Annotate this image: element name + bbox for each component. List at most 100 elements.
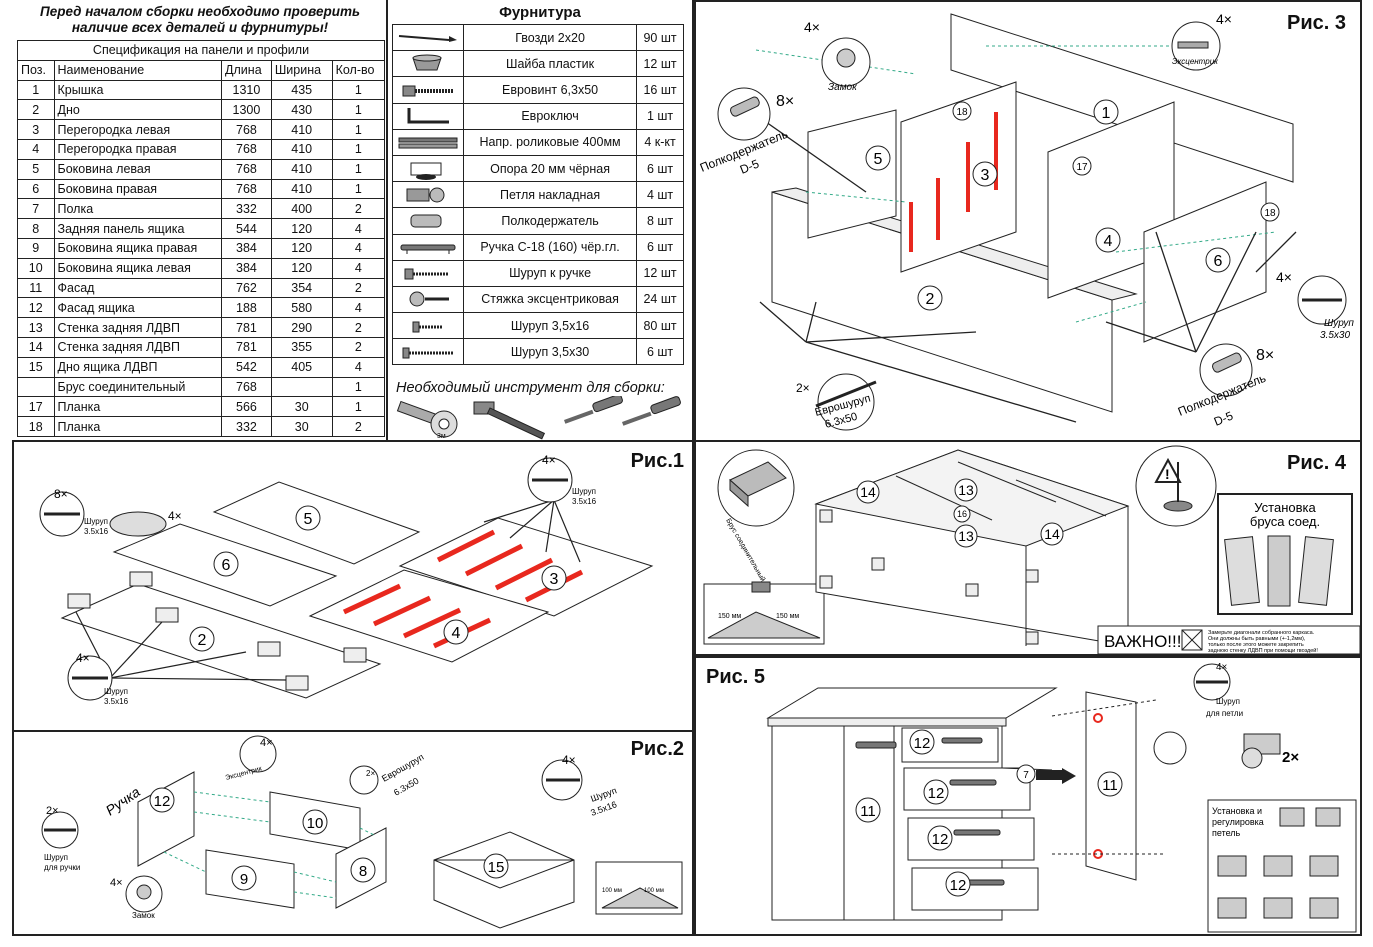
cell-pos: 11 xyxy=(17,277,55,299)
tape-label: 3м xyxy=(437,433,446,440)
fig2-part-9: 9 xyxy=(240,871,248,888)
eccentric-icon xyxy=(392,285,464,314)
screwdriver-phillips-icon xyxy=(622,396,681,426)
fig3-drawing: 1 2 3 4 5 6 17 18 18 4× Замок 4× Эксцент… xyxy=(698,11,1355,431)
cell-qty: 2 xyxy=(331,198,386,220)
cell-name: Дно xyxy=(53,99,223,121)
spec-header-row: Поз. Наименование Длина Ширина Кол-во xyxy=(17,59,386,81)
hex-key-icon xyxy=(392,102,464,130)
cell-width: 120 xyxy=(270,218,333,239)
hardware-qty: 6 шт xyxy=(636,233,684,261)
cell-qty: 1 xyxy=(331,99,386,121)
cell-width: 410 xyxy=(270,178,333,200)
svg-text:Шуруп: Шуруп xyxy=(104,687,128,696)
svg-text:Эксцентрик: Эксцентрик xyxy=(225,765,264,782)
tools-caption: Необходимый инструмент для сборки: xyxy=(396,380,665,396)
svg-text:4×: 4× xyxy=(76,651,90,665)
cell-width: 120 xyxy=(270,237,333,259)
svg-text:100 мм: 100 мм xyxy=(602,888,622,894)
cell-name: Фасад xyxy=(53,277,223,299)
svg-text:4×: 4× xyxy=(260,737,273,749)
cell-name: Перегородка левая xyxy=(53,119,223,140)
cell-name: Боковина ящика левая xyxy=(53,257,223,279)
fig2-lock-callout: 4× Замок xyxy=(110,875,163,920)
fig2-part-10: 10 xyxy=(307,815,324,832)
cell-pos: 14 xyxy=(17,336,55,358)
hardware-qty: 80 шт xyxy=(636,312,684,340)
fig5-hinge-callout: 2× xyxy=(1153,731,1299,769)
cell-width: 120 xyxy=(270,257,333,279)
cell-length: 762 xyxy=(221,277,272,299)
warning-triangle-icon: ! xyxy=(1135,445,1217,527)
cell-length: 768 xyxy=(221,376,272,398)
cell-length: 332 xyxy=(221,416,272,437)
svg-text:150 мм: 150 мм xyxy=(776,613,799,620)
cell-pos: 17 xyxy=(17,396,55,418)
tape-measure-icon: 3м xyxy=(396,400,458,440)
fig2-euro-callout: 2× Еврошуруп 6.3х50 xyxy=(349,752,426,798)
cell-pos: 2 xyxy=(17,99,55,121)
beam-inset: Брус соединительный xyxy=(717,449,795,583)
svg-text:Еврошуруп: Еврошуруп xyxy=(380,752,426,784)
shelf-holder-icon xyxy=(392,207,464,235)
fig4-part-13a: 13 xyxy=(958,482,974,498)
svg-text:150 мм: 150 мм xyxy=(718,613,741,620)
fig2-handle-word: Ручка xyxy=(103,783,143,818)
fig2-screw-callout-left: 2× Шуруп для ручки xyxy=(41,805,80,872)
svg-text:100 мм: 100 мм xyxy=(644,888,664,894)
fig5-screw-callout: 4× Шуруп для петли xyxy=(1193,662,1243,718)
fig3-part-5: 5 xyxy=(874,151,883,168)
col-pos: Поз. xyxy=(17,59,55,81)
cell-width: 290 xyxy=(270,317,333,338)
cell-name: Стенка задняя ЛДВП xyxy=(53,317,223,338)
hardware-name: Евроключ xyxy=(462,102,638,130)
cell-width: 580 xyxy=(270,297,333,319)
svg-text:2×: 2× xyxy=(366,769,375,778)
cell-name: Боковина правая xyxy=(53,178,223,200)
svg-text:Они должны быть равными (+-1,2: Они должны быть равными (+-1,2мм), xyxy=(1208,636,1306,642)
cell-width: 30 xyxy=(270,416,333,437)
cell-name: Полка xyxy=(53,198,223,220)
fig1-screw-callout-tr: 4× Шуруп 3.5х16 xyxy=(527,453,597,506)
fig2-panel: Рис.2 12 10 9 8 15 Ру xyxy=(12,730,694,936)
cell-name: Дно ящика ЛДВП xyxy=(53,356,223,378)
cell-length: 781 xyxy=(221,317,272,338)
fig4-drawing: Брус соединительный 150 мм 150 мм 14 xyxy=(703,445,1360,654)
fig3-holder-callout-left: 8× Полкодержатель D-5 xyxy=(698,87,794,177)
cell-pos: 1 xyxy=(17,79,55,101)
warning-header: Перед началом сборки необходимо проверит… xyxy=(14,4,386,36)
svg-text:ВАЖНО!!!: ВАЖНО!!! xyxy=(1104,632,1181,651)
fig3-title: Рис. 3 xyxy=(1287,12,1346,34)
fig5-part-11a: 11 xyxy=(860,803,876,820)
cell-length: 768 xyxy=(221,138,272,160)
svg-text:8×: 8× xyxy=(776,93,794,110)
svg-text:4×: 4× xyxy=(168,509,182,523)
fig3-panel: Рис. 3 xyxy=(694,0,1362,442)
svg-text:бруса соед.: бруса соед. xyxy=(1250,514,1320,529)
fig2-eccentric-callout: 4× Эксцентрик xyxy=(225,735,277,782)
svg-text:Установка и: Установка и xyxy=(1212,806,1262,816)
fig3-lock-callout: 4× Замок xyxy=(804,19,871,93)
svg-text:3.5х16: 3.5х16 xyxy=(104,697,129,706)
svg-text:Шуруп: Шуруп xyxy=(1216,697,1240,706)
svg-text:только после этого можете закр: только после этого можете закрепить xyxy=(1208,642,1304,648)
hammer-icon xyxy=(473,401,546,440)
col-qty: Кол-во xyxy=(331,59,386,81)
fig1-part-3: 3 xyxy=(550,571,559,588)
svg-text:4×: 4× xyxy=(1216,11,1232,27)
cell-qty: 4 xyxy=(331,356,386,378)
cell-pos: 12 xyxy=(17,297,55,319)
svg-text:2×: 2× xyxy=(796,381,810,395)
svg-text:для ручки: для ручки xyxy=(44,863,80,872)
hardware-qty: 16 шт xyxy=(636,76,684,104)
cell-qty: 4 xyxy=(331,257,386,279)
cell-length: 566 xyxy=(221,396,272,418)
